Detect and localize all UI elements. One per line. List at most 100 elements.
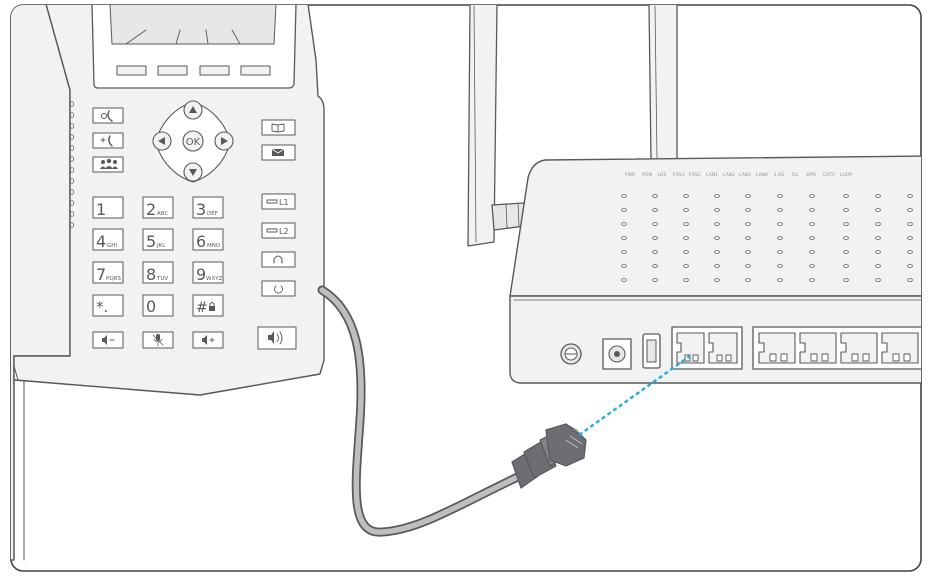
led-label: WPS bbox=[806, 172, 816, 178]
led-indicator bbox=[683, 236, 689, 240]
headset-icon bbox=[273, 255, 283, 264]
router-lan-ports bbox=[752, 326, 921, 370]
led-indicator bbox=[714, 278, 720, 282]
line-key-2[interactable]: L2 bbox=[261, 222, 296, 239]
key-6[interactable]: 6 MNO bbox=[192, 228, 224, 251]
led-indicator bbox=[652, 236, 658, 240]
message-button[interactable] bbox=[261, 144, 296, 161]
led-indicator bbox=[683, 278, 689, 282]
router-lan4-port[interactable] bbox=[881, 332, 919, 364]
hold-icon bbox=[274, 285, 283, 294]
nav-ok-button[interactable]: OK bbox=[182, 130, 204, 152]
led-indicator bbox=[809, 236, 815, 240]
navigation-pad: OK bbox=[152, 100, 234, 183]
led-indicator bbox=[809, 250, 815, 254]
router-reset-knob[interactable] bbox=[560, 343, 582, 365]
led-indicator bbox=[745, 264, 751, 268]
led-indicator bbox=[777, 194, 783, 198]
key-8-letters: TUV bbox=[156, 276, 168, 282]
router-lan2-port[interactable] bbox=[799, 332, 837, 364]
conference-button[interactable] bbox=[92, 156, 124, 173]
volume-down-button[interactable] bbox=[92, 331, 124, 349]
key-9-label: 9 bbox=[196, 265, 206, 284]
headset-button[interactable] bbox=[261, 251, 296, 268]
led-indicator bbox=[652, 194, 658, 198]
key-7-label: 7 bbox=[96, 265, 106, 284]
key-3-label: 3 bbox=[196, 200, 206, 219]
led-indicator bbox=[777, 208, 783, 212]
key-1-label: 1 bbox=[96, 200, 106, 219]
line-key-1[interactable]: L1 bbox=[261, 193, 296, 210]
led-indicator bbox=[745, 250, 751, 254]
redial-icon bbox=[101, 110, 113, 122]
led-indicator bbox=[907, 194, 913, 198]
key-6-label: 6 bbox=[196, 232, 206, 251]
hold-button[interactable] bbox=[261, 280, 296, 297]
nav-left-button[interactable] bbox=[152, 131, 172, 151]
key-4-label: 4 bbox=[96, 232, 106, 251]
key-1[interactable]: 1 bbox=[92, 196, 124, 219]
led-indicator bbox=[714, 264, 720, 268]
nav-right-button[interactable] bbox=[214, 131, 234, 151]
key-3[interactable]: 3 DEF bbox=[192, 196, 224, 219]
key-hash[interactable]: # bbox=[192, 294, 224, 317]
led-indicator bbox=[777, 250, 783, 254]
ethernet-cable bbox=[317, 285, 587, 537]
led-indicator bbox=[621, 278, 627, 282]
soft-key-3[interactable] bbox=[199, 65, 230, 76]
key-9[interactable]: 9 WXYZ bbox=[192, 261, 224, 284]
soft-key-2[interactable] bbox=[157, 65, 188, 76]
key-7[interactable]: 7 PQRS bbox=[92, 261, 124, 284]
speaker-button[interactable] bbox=[257, 326, 297, 350]
soft-key-1[interactable] bbox=[116, 65, 147, 76]
router-power-jack[interactable] bbox=[602, 338, 632, 370]
speaker-hole bbox=[70, 211, 75, 217]
router-power-switch[interactable] bbox=[642, 333, 661, 369]
router-fxs2-port[interactable] bbox=[708, 332, 738, 364]
nav-down-button[interactable] bbox=[183, 162, 203, 182]
key-3-letters: DEF bbox=[207, 211, 218, 217]
router-led-grid bbox=[621, 194, 913, 282]
directory-button[interactable] bbox=[261, 119, 296, 136]
led-indicator bbox=[907, 264, 913, 268]
speaker-hole bbox=[70, 167, 75, 173]
key-5[interactable]: 5 JKL bbox=[142, 228, 174, 251]
redial-button[interactable] bbox=[92, 107, 124, 124]
connection-indicator-line bbox=[578, 355, 691, 436]
led-label: PWR bbox=[625, 172, 636, 178]
led-label: FXS1 bbox=[673, 172, 685, 178]
led-indicator bbox=[714, 250, 720, 254]
nav-up-button[interactable] bbox=[183, 100, 203, 120]
volume-down-icon bbox=[102, 335, 115, 345]
transfer-button[interactable] bbox=[92, 132, 124, 149]
soft-key-4[interactable] bbox=[240, 65, 271, 76]
led-indicator bbox=[652, 264, 658, 268]
key-8[interactable]: 8 TUV bbox=[142, 261, 174, 284]
key-9-letters: WXYZ bbox=[206, 276, 223, 282]
led-indicator bbox=[843, 278, 849, 282]
key-star[interactable]: *. bbox=[92, 294, 124, 317]
led-indicator bbox=[621, 194, 627, 198]
key-6-letters: MNO bbox=[207, 243, 221, 249]
led-label: 5G bbox=[792, 172, 799, 178]
led-indicator bbox=[621, 236, 627, 240]
key-2[interactable]: 2 ABC bbox=[142, 196, 174, 219]
mute-button[interactable] bbox=[142, 331, 174, 349]
nav-ok-label: OK bbox=[186, 137, 201, 148]
led-indicator bbox=[745, 208, 751, 212]
key-0-label: 0 bbox=[146, 297, 156, 316]
volume-up-button[interactable] bbox=[192, 331, 224, 349]
speaker-icon bbox=[268, 331, 283, 345]
router-lan3-port[interactable] bbox=[840, 332, 878, 364]
key-5-label: 5 bbox=[146, 232, 156, 251]
led-indicator bbox=[621, 208, 627, 212]
key-hash-label: # bbox=[196, 300, 208, 316]
mute-icon bbox=[152, 334, 164, 347]
key-0[interactable]: 0 bbox=[142, 294, 174, 317]
led-indicator bbox=[777, 264, 783, 268]
key-4[interactable]: 4 GHI bbox=[92, 228, 124, 251]
router-lan1-port[interactable] bbox=[758, 332, 796, 364]
router-fxs1-port[interactable] bbox=[676, 332, 705, 364]
